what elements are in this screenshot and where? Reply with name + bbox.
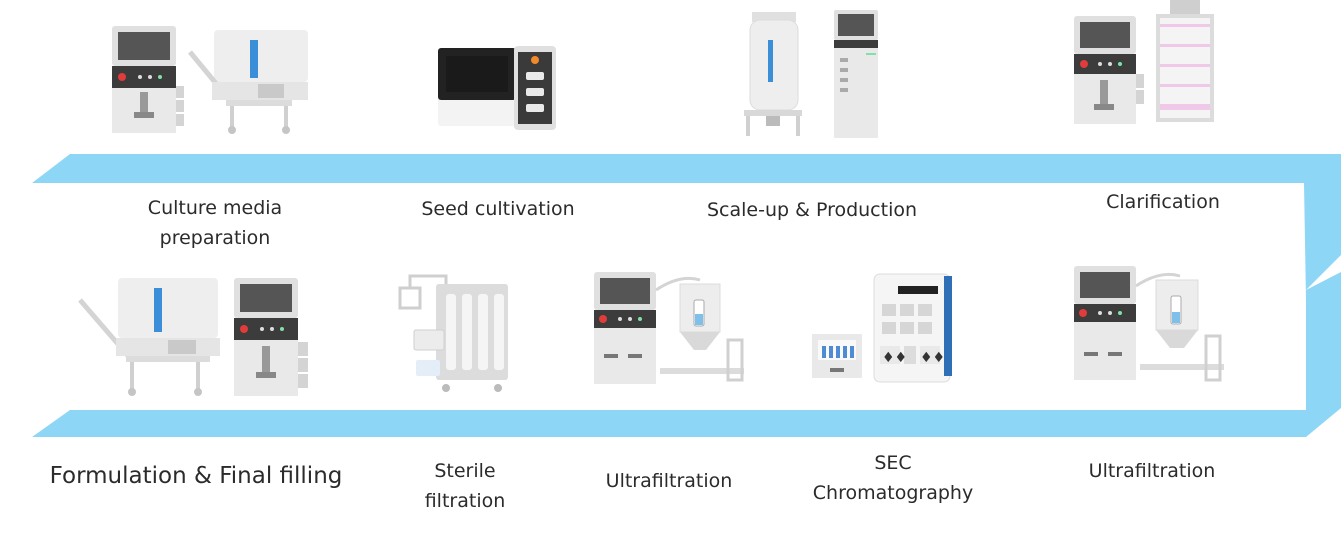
ultrafiltration-icon [594,272,744,384]
label-line: Scale-up & Production [706,199,918,221]
formulation-final-filling-icon [78,278,308,396]
label-line: Seed cultivation [421,198,575,220]
step-label-ultrafiltration-2: Ultrafiltration [1077,456,1227,486]
svg-text:♦♦: ♦♦ [920,350,945,366]
label-line: Chromatography [812,482,974,504]
ultrafiltration-icon [1074,266,1224,382]
process-flow-arrow [22,154,1341,437]
label-line: preparation [159,227,271,249]
label-line: Ultrafiltration [1088,460,1216,482]
step-label-culture-media-preparation: Culture media preparation [130,193,300,253]
clarification-icon [1074,0,1214,124]
sec-chromatography-icon: ♦♦ ♦♦ [812,273,952,383]
label-line: SEC [874,452,912,474]
step-label-seed-cultivation: Seed cultivation [406,194,590,224]
label-line: Ultrafiltration [605,470,733,492]
label-line: Sterile [434,460,496,482]
step-label-sec-chromatography: SEC Chromatography [800,448,986,508]
step-label-sterile-filtration: Sterile filtration [410,456,520,516]
step-label-clarification: Clarification [1088,187,1238,217]
scale-up-production-icon [744,10,878,138]
label-line: filtration [424,490,506,512]
label-line: Formulation & Final filling [49,463,343,489]
sterile-filtration-icon [398,274,508,392]
step-label-formulation-final-filling: Formulation & Final filling [40,461,352,491]
culture-media-preparation-icon [112,26,308,134]
svg-text:♦♦: ♦♦ [882,350,907,366]
label-line: Culture media [147,197,283,219]
label-line: Clarification [1106,191,1220,213]
seed-cultivation-icon [438,46,556,130]
step-label-ultrafiltration-1: Ultrafiltration [594,466,744,496]
step-label-scale-up-production: Scale-up & Production [692,195,932,225]
